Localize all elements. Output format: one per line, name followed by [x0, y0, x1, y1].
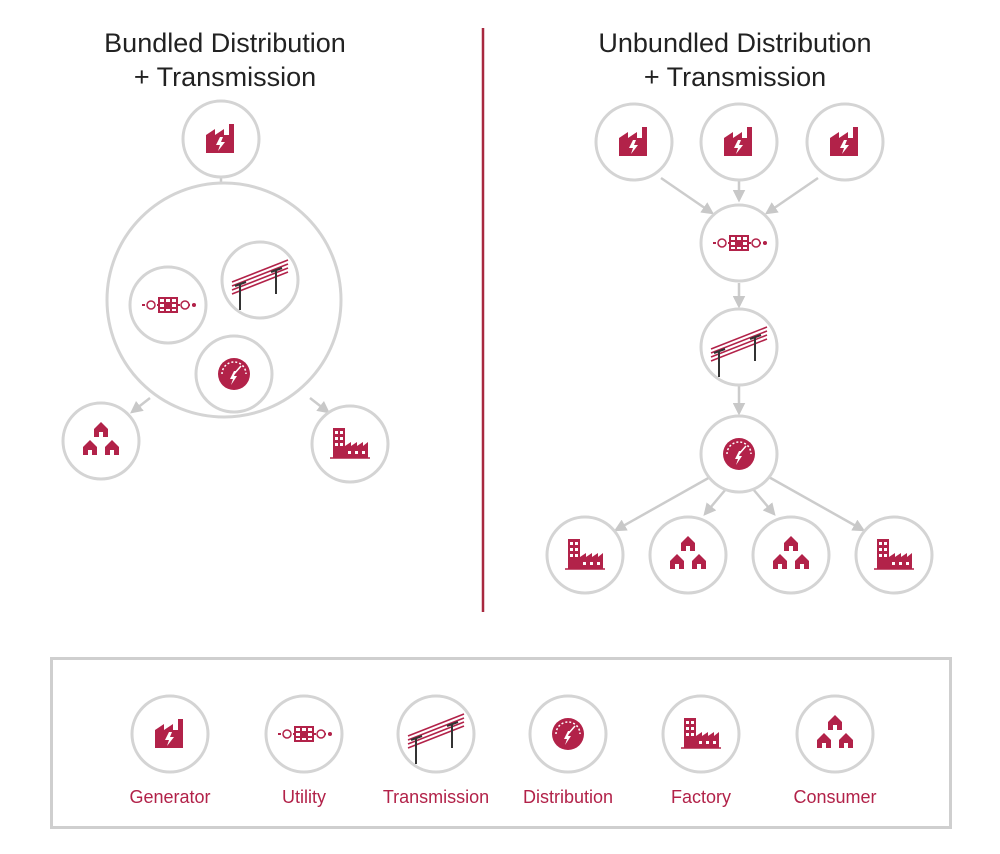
- legend-utility-node: [264, 694, 344, 774]
- legend-box: [50, 657, 952, 829]
- unbundled-consumer-node-1: [648, 515, 728, 595]
- unbundled-title-line2: + Transmission: [643, 62, 827, 92]
- legend-label-consumer: Consumer: [793, 787, 877, 807]
- bundled-transmission-node: [220, 240, 300, 320]
- legend-transmission-node: [396, 694, 476, 774]
- unbundled-generator-node-1: [594, 102, 674, 182]
- bundled-factory-node: [310, 404, 390, 484]
- bundled-container-node: [105, 181, 343, 419]
- legend-consumer-node: [795, 694, 875, 774]
- legend-label-generator: Generator: [129, 787, 211, 807]
- legend-label-utility: Utility: [282, 787, 326, 807]
- unbundled-transmission-node: [699, 307, 779, 387]
- bundled-consumer-node: [61, 401, 141, 481]
- unbundled-utility-node: [699, 203, 779, 283]
- unbundled-title: Unbundled Distribution + Transmission: [540, 26, 930, 94]
- unbundled-consumer-node-2: [751, 515, 831, 595]
- bundled-utility-node: [128, 265, 208, 345]
- legend-factory-node: [661, 694, 741, 774]
- legend-generator-node: [130, 694, 210, 774]
- distribution-icon: [217, 357, 251, 391]
- distribution-icon: [722, 437, 756, 471]
- unbundled-factory-node-1: [545, 515, 625, 595]
- unbundled-generator-node-3: [805, 102, 885, 182]
- unbundled-generator-node-2: [699, 102, 779, 182]
- bundled-distribution-node: [194, 334, 274, 414]
- unbundled-factory-node-2: [854, 515, 934, 595]
- unbundled-arrows: [613, 176, 866, 532]
- legend-label-transmission: Transmission: [382, 787, 490, 807]
- bundled-generator-node: [181, 99, 261, 179]
- unbundled-distribution-node: [699, 414, 779, 494]
- legend-label-distribution: Distribution: [522, 787, 614, 807]
- bundled-title-line1: Bundled Distribution: [104, 28, 346, 58]
- bundled-title-line2: + Transmission: [133, 62, 317, 92]
- unbundled-title-line1: Unbundled Distribution: [598, 28, 872, 58]
- legend-label-factory: Factory: [670, 787, 731, 807]
- bundled-title: Bundled Distribution + Transmission: [30, 26, 420, 94]
- legend-distribution-node: [528, 694, 608, 774]
